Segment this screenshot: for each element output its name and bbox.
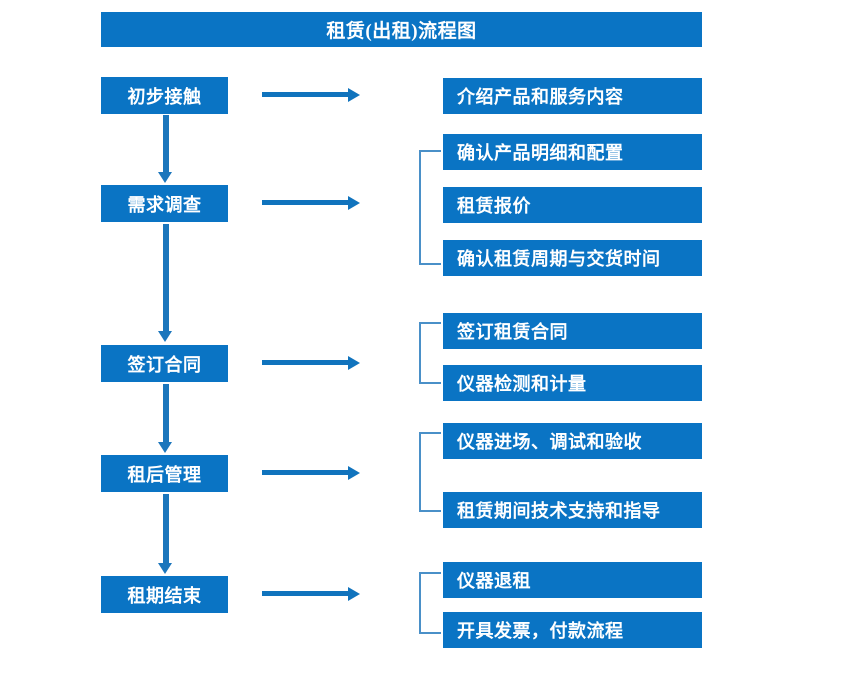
down-arrow-icon-4	[158, 494, 172, 574]
detail-box-1[interactable]: 介绍产品和服务内容	[443, 78, 702, 114]
detail-box-8[interactable]: 租赁期间技术支持和指导	[443, 492, 702, 528]
arrow-head	[158, 442, 172, 453]
group-bracket-3	[419, 432, 441, 512]
arrow-head	[348, 466, 360, 480]
arrow-shaft	[262, 92, 350, 97]
arrow-shaft	[163, 384, 169, 442]
detail-box-6[interactable]: 仪器检测和计量	[443, 365, 702, 401]
stage-box-3[interactable]: 签订合同	[101, 345, 228, 382]
detail-box-5[interactable]: 签订租赁合同	[443, 313, 702, 349]
arrow-head	[348, 587, 360, 601]
arrow-shaft	[262, 591, 350, 596]
right-arrow-icon-4	[262, 466, 360, 480]
stage-box-2[interactable]: 需求调查	[101, 185, 228, 222]
arrow-shaft	[163, 494, 169, 563]
arrow-head	[158, 172, 172, 183]
detail-box-7[interactable]: 仪器进场、调试和验收	[443, 423, 702, 459]
right-arrow-icon-3	[262, 356, 360, 370]
arrow-shaft	[262, 360, 350, 365]
right-arrow-icon-1	[262, 88, 360, 102]
group-bracket-1	[419, 150, 441, 265]
detail-box-10[interactable]: 开具发票，付款流程	[443, 612, 702, 648]
group-bracket-2	[419, 322, 441, 384]
down-arrow-icon-1	[158, 115, 172, 183]
arrow-head	[348, 356, 360, 370]
detail-box-4[interactable]: 确认租赁周期与交货时间	[443, 240, 702, 276]
right-arrow-icon-5	[262, 587, 360, 601]
arrow-head	[348, 88, 360, 102]
down-arrow-icon-3	[158, 384, 172, 453]
arrow-head	[158, 331, 172, 342]
group-bracket-4	[419, 572, 441, 634]
diagram-title: 租赁(出租)流程图	[101, 12, 702, 47]
arrow-head	[158, 563, 172, 574]
detail-box-2[interactable]: 确认产品明细和配置	[443, 134, 702, 170]
stage-box-4[interactable]: 租后管理	[101, 455, 228, 492]
arrow-shaft	[163, 115, 169, 172]
arrow-head	[348, 196, 360, 210]
stage-box-5[interactable]: 租期结束	[101, 576, 228, 613]
detail-box-3[interactable]: 租赁报价	[443, 187, 702, 223]
arrow-shaft	[262, 470, 350, 475]
stage-box-1[interactable]: 初步接触	[101, 77, 228, 114]
down-arrow-icon-2	[158, 224, 172, 342]
arrow-shaft	[163, 224, 169, 331]
detail-box-9[interactable]: 仪器退租	[443, 562, 702, 598]
right-arrow-icon-2	[262, 196, 360, 210]
arrow-shaft	[262, 200, 350, 205]
